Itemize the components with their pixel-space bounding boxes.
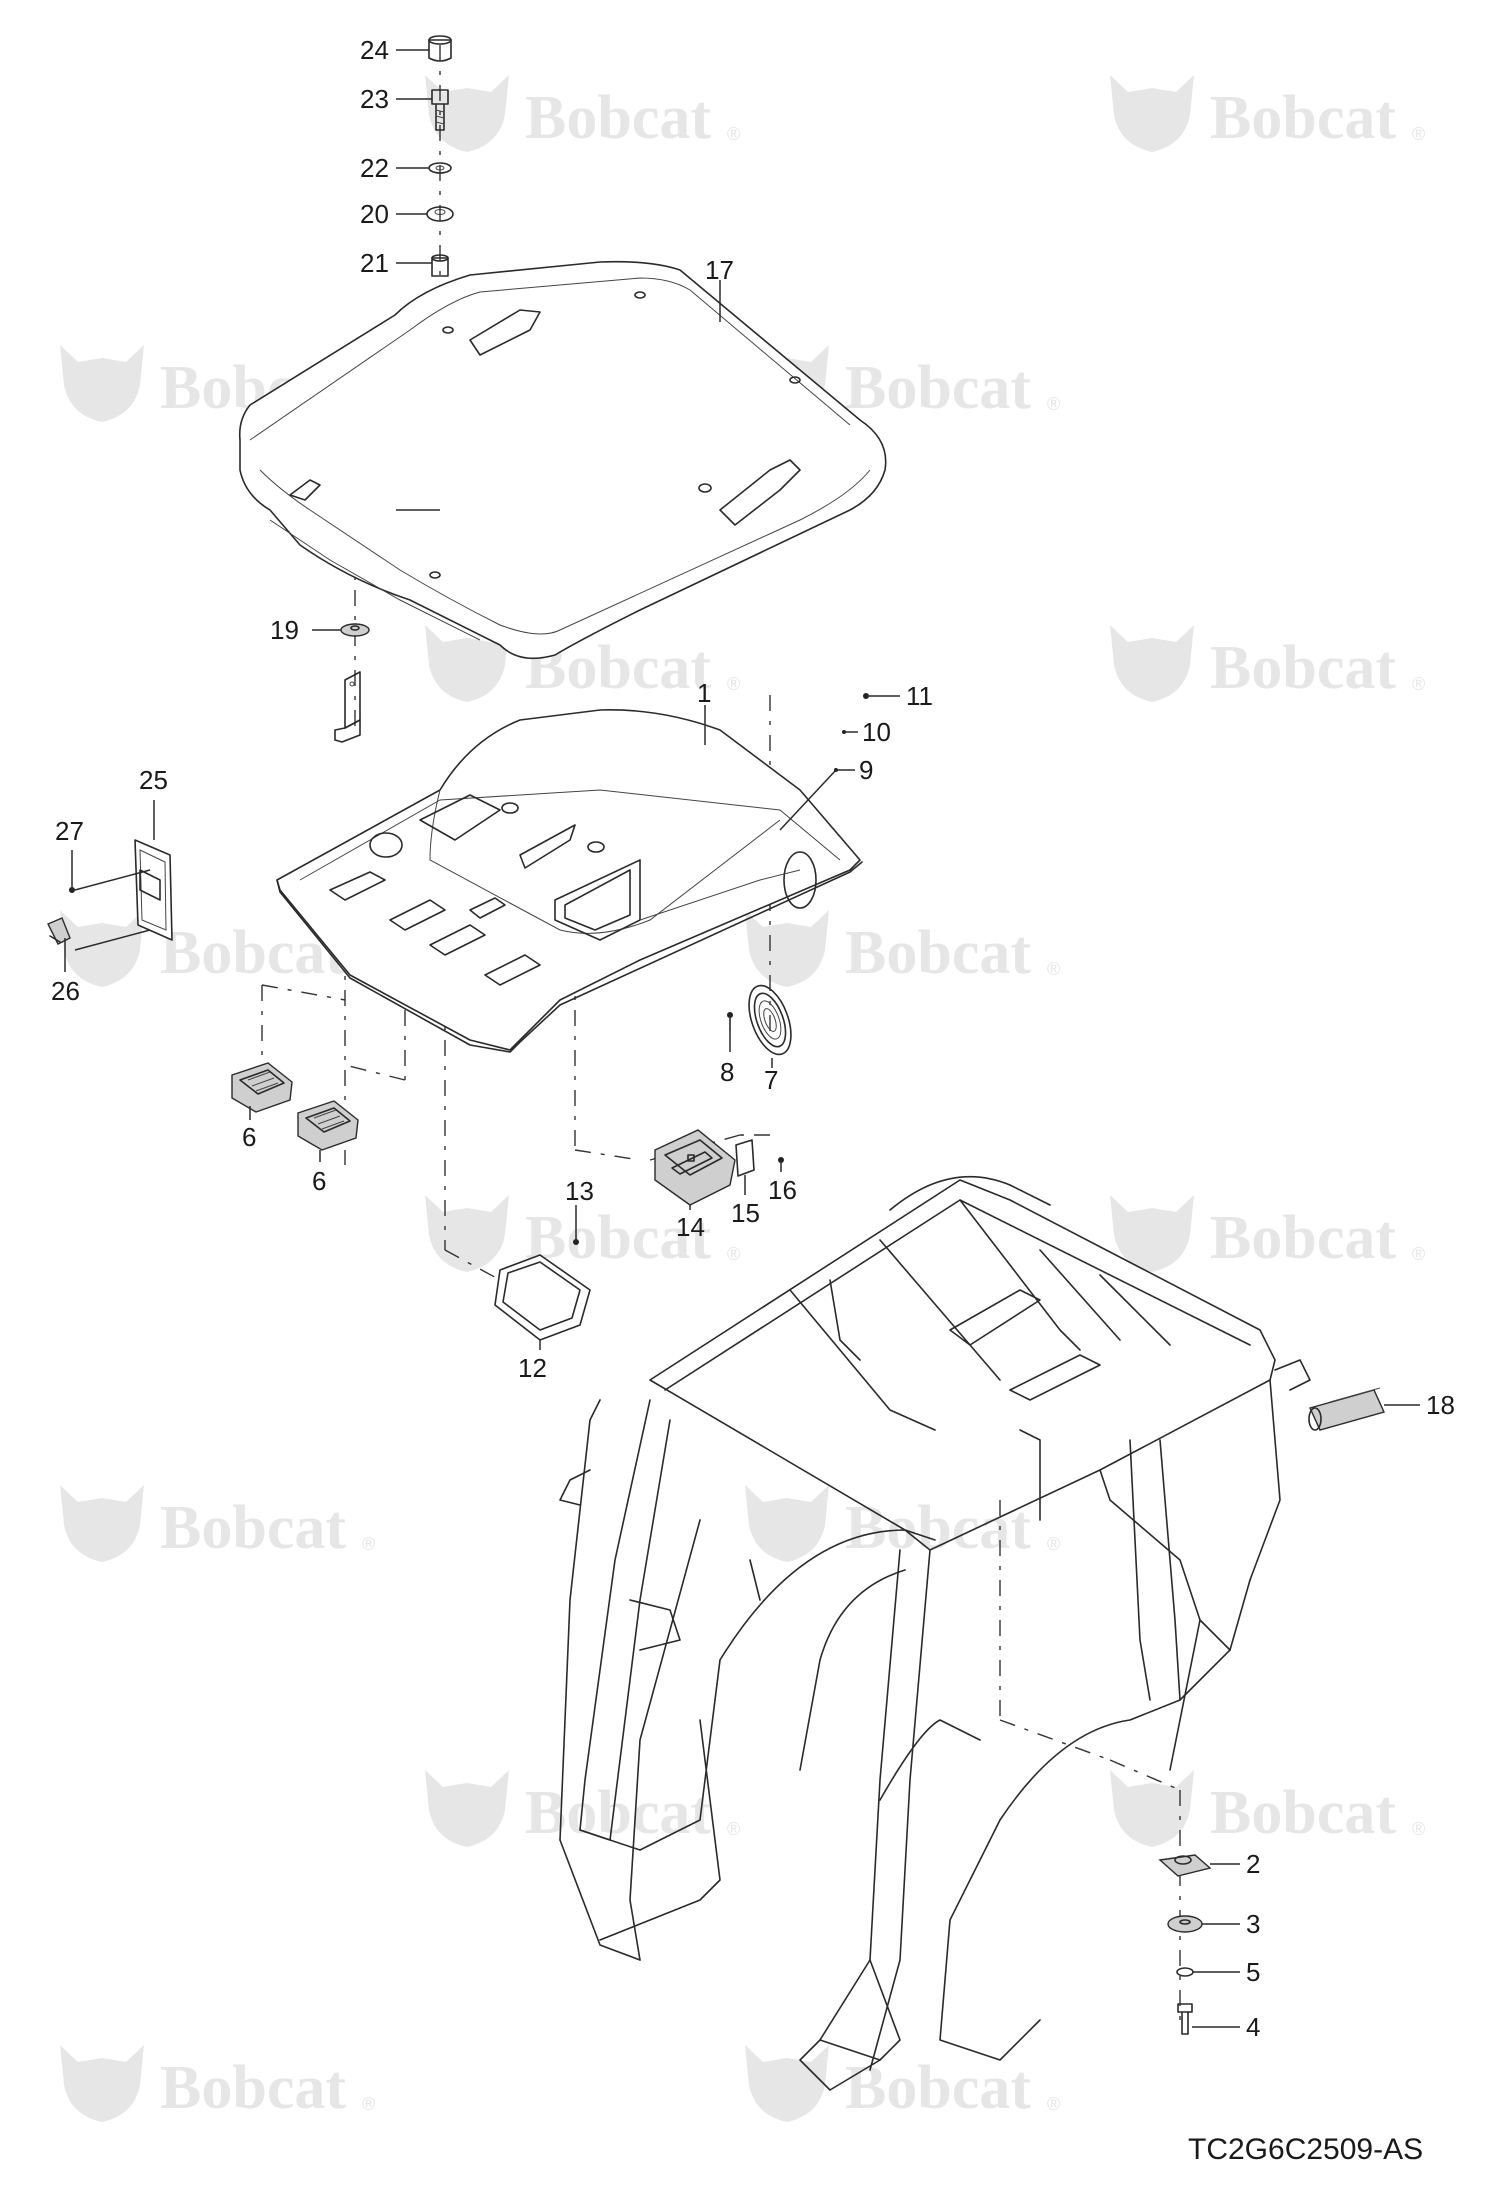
callout-22: 22 (360, 153, 389, 183)
cap-24 (428, 35, 452, 62)
bobcat-watermark-logo: Bobcat ® (425, 1770, 740, 1847)
callout-11: 11 (906, 681, 933, 711)
callout-18: 18 (1426, 1390, 1455, 1420)
bobcat-watermark-logo: Bobcat ® (1110, 1195, 1425, 1272)
callout-9: 9 (859, 755, 873, 785)
callout-10: 10 (862, 717, 891, 747)
callout-1: 1 (697, 678, 711, 708)
watermark-registered-mark: ® (1047, 2094, 1060, 2114)
watermark-text: Bobcat (525, 1204, 711, 1272)
cab-frame (559, 1175, 1311, 2091)
callout-15: 15 (731, 1198, 760, 1228)
callout-14: 14 (676, 1212, 705, 1242)
callout-19: 19 (270, 615, 299, 645)
vent-6-left (231, 1062, 293, 1113)
watermark-text: Bobcat (845, 354, 1031, 422)
callout-5: 5 (1246, 1957, 1260, 1987)
bobcat-watermark-logo: Bobcat ® (425, 1195, 740, 1272)
vent-6-right (297, 1100, 359, 1151)
watermark-text: Bobcat (845, 1494, 1031, 1562)
bobcat-watermark-logo: Bobcat ® (60, 2045, 375, 2122)
watermark-registered-mark: ® (1412, 1819, 1425, 1839)
watermark-registered-mark: ® (1412, 674, 1425, 694)
callout-4: 4 (1246, 2012, 1260, 2042)
callout-6-right: 6 (312, 1166, 326, 1196)
watermark-registered-mark: ® (362, 2094, 375, 2114)
watermark-text: Bobcat (845, 919, 1031, 987)
watermark-text: Bobcat (845, 2054, 1031, 2122)
watermark-text: Bobcat (160, 1494, 346, 1562)
watermark-registered-mark: ® (362, 1534, 375, 1554)
callout-13: 13 (565, 1176, 594, 1206)
watermark-registered-mark: ® (1047, 1534, 1060, 1554)
callout-27: 27 (55, 816, 84, 846)
callout-21: 21 (360, 248, 389, 278)
spacer-21 (431, 254, 449, 277)
bobcat-watermark-logo: Bobcat ® (1110, 625, 1425, 702)
bracket-25 (74, 839, 173, 951)
callout-24: 24 (360, 35, 389, 65)
switch-panel-14 (654, 1129, 736, 1206)
screw-8 (727, 1012, 733, 1031)
watermark-text: Bobcat (1210, 1204, 1396, 1272)
callout-17: 17 (705, 255, 734, 285)
callout-8: 8 (720, 1057, 734, 1087)
bobcat-watermark-logo: Bobcat ® (60, 1485, 375, 1562)
watermark-text: Bobcat (1210, 634, 1396, 702)
roof-cover-17 (238, 260, 887, 660)
grab-handle-18 (1308, 1387, 1385, 1431)
bobcat-watermark-logo: Bobcat ® (1110, 1770, 1425, 1847)
watermark-text: Bobcat (1210, 1779, 1396, 1847)
callout-23: 23 (360, 84, 389, 114)
bolt-4 (1177, 2003, 1193, 2035)
leader-lines (64, 49, 1420, 2028)
watermark-registered-mark: ® (1412, 1244, 1425, 1264)
callout-25: 25 (139, 765, 168, 795)
washer-3 (1167, 1915, 1203, 1933)
callout-16: 16 (768, 1175, 797, 1205)
label-15 (735, 1139, 755, 1177)
watermark-layer: Bobcat ® Bobcat ® Bobcat ® Bobcat ® Bobcat ® Bobca… (60, 75, 1425, 2122)
bolt-23 (431, 89, 449, 131)
bobcat-watermark-logo: Bobcat ® (425, 75, 740, 152)
washer-19-and-bracket (334, 623, 370, 743)
watermark-text: Bobcat (525, 1779, 711, 1847)
clip-26 (47, 917, 71, 945)
callout-20: 20 (360, 199, 389, 229)
watermark-registered-mark: ® (1047, 394, 1060, 414)
callout-6-left: 6 (242, 1122, 256, 1152)
drawing-number: TC2G6C2509-AS (1188, 2133, 1423, 2166)
watermark-text: Bobcat (160, 2054, 346, 2122)
watermark-text: Bobcat (1210, 84, 1396, 152)
bobcat-watermark-logo: Bobcat ® (745, 910, 1060, 987)
bobcat-watermark-logo: Bobcat ® (745, 2045, 1060, 2122)
dome-light-12 (494, 1254, 591, 1341)
watermark-registered-mark: ® (1047, 959, 1060, 979)
callout-3: 3 (1246, 1909, 1260, 1939)
callout-26: 26 (51, 976, 80, 1006)
callout-labels: 24 23 22 20 21 17 19 1 11 10 9 25 27 26 … (51, 35, 1455, 2042)
bobcat-watermark-logo: Bobcat ® (1110, 75, 1425, 152)
washer-5 (1176, 1967, 1194, 1977)
watermark-registered-mark: ® (727, 1244, 740, 1264)
callout-12: 12 (518, 1353, 547, 1383)
watermark-registered-mark: ® (727, 674, 740, 694)
bobcat-watermark-logo: Bobcat® (60, 910, 375, 987)
headliner-1 (276, 709, 863, 1053)
cab-mount-2 (1158, 1854, 1212, 1877)
watermark-registered-mark: ® (727, 124, 740, 144)
watermark-registered-mark: ® (1412, 124, 1425, 144)
callout-7: 7 (764, 1065, 778, 1095)
bobcat-watermark-logo: Bobcat ® (745, 1485, 1060, 1562)
watermark-text: Bobcat (525, 84, 711, 152)
callout-2: 2 (1246, 1849, 1260, 1879)
watermark-registered-mark: ® (727, 1819, 740, 1839)
speaker-7 (748, 984, 792, 1056)
